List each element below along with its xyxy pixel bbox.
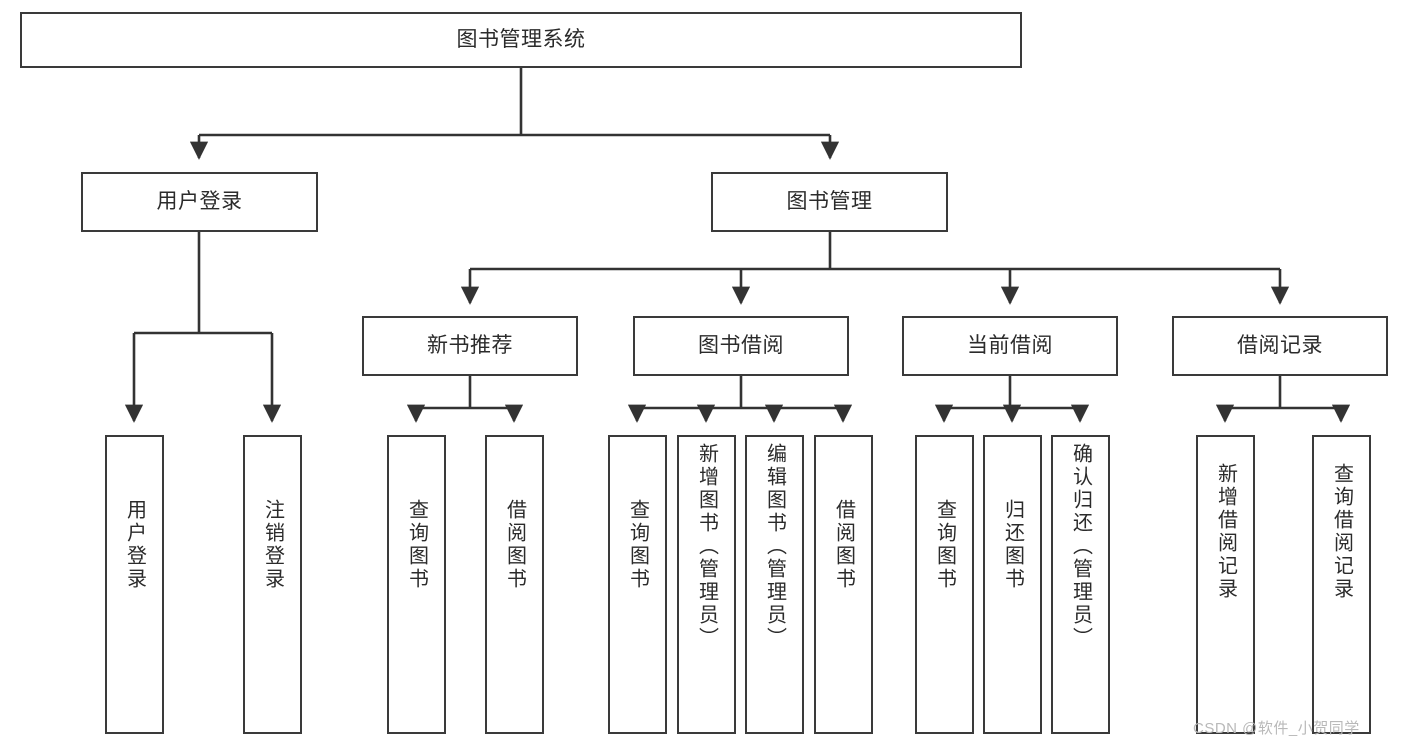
- node-leaf-add-book[interactable]: 新增图书（管理员）: [677, 435, 736, 734]
- watermark-text: CSDN @软件_小贺同学: [1193, 720, 1360, 737]
- node-user-login[interactable]: 用户登录: [81, 172, 318, 232]
- node-user-login-label: 用户登录: [156, 189, 243, 213]
- node-leaf-add-book-label: 新增图书（管理员）: [695, 443, 718, 650]
- node-leaf-query-book-1[interactable]: 查询图书: [387, 435, 446, 734]
- node-borrow-record[interactable]: 借阅记录: [1172, 316, 1388, 376]
- node-leaf-user-login-label: 用户登录: [123, 499, 146, 591]
- node-leaf-query-record-label: 查询借阅记录: [1330, 463, 1353, 601]
- node-book-borrow-label: 图书借阅: [698, 333, 784, 357]
- node-root-label: 图书管理系统: [456, 27, 586, 51]
- node-leaf-user-logout[interactable]: 注销登录: [243, 435, 302, 734]
- node-leaf-query-book-1-label: 查询图书: [405, 499, 428, 591]
- node-leaf-return-book-label: 归还图书: [1001, 499, 1024, 591]
- node-leaf-user-login[interactable]: 用户登录: [105, 435, 164, 734]
- node-book-manage-label: 图书管理: [786, 189, 873, 213]
- node-current-borrow[interactable]: 当前借阅: [902, 316, 1118, 376]
- node-leaf-query-record[interactable]: 查询借阅记录: [1312, 435, 1371, 734]
- node-leaf-borrow-book-2-label: 借阅图书: [832, 499, 855, 591]
- node-leaf-edit-book-label: 编辑图书（管理员）: [763, 443, 786, 650]
- node-borrow-record-label: 借阅记录: [1237, 333, 1323, 357]
- node-leaf-query-book-3-label: 查询图书: [933, 499, 956, 591]
- node-leaf-confirm-return[interactable]: 确认归还（管理员）: [1051, 435, 1110, 734]
- node-book-manage[interactable]: 图书管理: [711, 172, 948, 232]
- node-leaf-query-book-2-label: 查询图书: [626, 499, 649, 591]
- node-leaf-borrow-book-2[interactable]: 借阅图书: [814, 435, 873, 734]
- node-root[interactable]: 图书管理系统: [20, 12, 1022, 68]
- node-leaf-return-book[interactable]: 归还图书: [983, 435, 1042, 734]
- node-leaf-borrow-book-1[interactable]: 借阅图书: [485, 435, 544, 734]
- node-leaf-query-book-3[interactable]: 查询图书: [915, 435, 974, 734]
- node-leaf-borrow-book-1-label: 借阅图书: [503, 499, 526, 591]
- node-leaf-add-record-label: 新增借阅记录: [1214, 463, 1237, 601]
- node-current-borrow-label: 当前借阅: [967, 333, 1053, 357]
- node-new-book-recommend[interactable]: 新书推荐: [362, 316, 578, 376]
- node-leaf-add-record[interactable]: 新增借阅记录: [1196, 435, 1255, 734]
- node-book-borrow[interactable]: 图书借阅: [633, 316, 849, 376]
- node-leaf-user-logout-label: 注销登录: [261, 499, 284, 591]
- node-leaf-query-book-2[interactable]: 查询图书: [608, 435, 667, 734]
- node-leaf-edit-book[interactable]: 编辑图书（管理员）: [745, 435, 804, 734]
- node-leaf-confirm-return-label: 确认归还（管理员）: [1069, 443, 1092, 650]
- node-new-book-recommend-label: 新书推荐: [427, 333, 513, 357]
